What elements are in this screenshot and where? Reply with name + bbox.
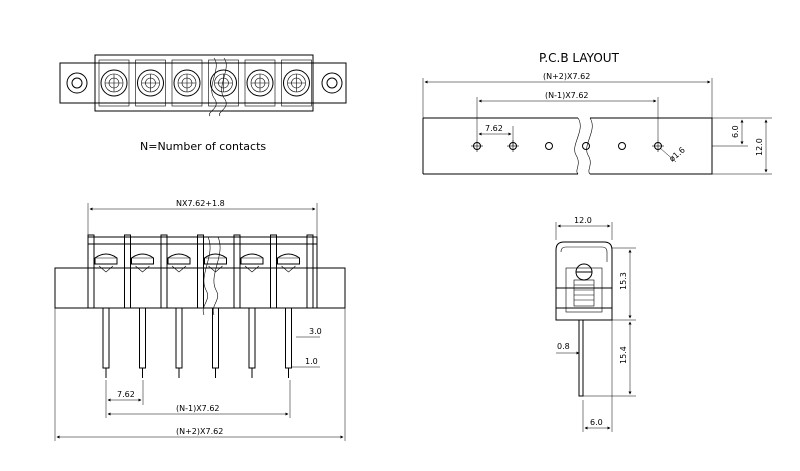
pcb-half-height: 6.0 — [731, 125, 740, 138]
side-housing-inner — [560, 246, 608, 262]
top-view: N=Number of contacts — [59, 54, 347, 153]
front-screw-6 — [277, 253, 300, 273]
side-lower-height: 15.4 — [619, 346, 628, 364]
top-screw-6 — [281, 59, 312, 107]
front-pin-5 — [248, 307, 256, 378]
side-pin-thickness: 0.8 — [557, 342, 570, 351]
front-break-line — [202, 236, 211, 316]
top-view-break-line-2 — [219, 57, 227, 117]
side-housing — [555, 241, 613, 321]
top-view-screws — [98, 59, 312, 107]
pcb-pitch: 7.62 — [485, 124, 503, 133]
top-screw-1 — [98, 59, 130, 107]
front-screw-5 — [240, 253, 264, 273]
pcb-hole-span: (N-1)X7.62 — [545, 91, 589, 100]
front-screw-1 — [94, 253, 118, 273]
front-pin-6 — [285, 307, 292, 378]
front-pitch: 7.62 — [117, 390, 135, 399]
pcb-hole-3 — [545, 142, 553, 150]
pcb-hole-5 — [618, 142, 626, 150]
pcb-layout-title: P.C.B LAYOUT — [539, 51, 620, 65]
front-view: NX7.62+1.8 3.0 1.0 7.62 (N-1)X7.62 (N+2)… — [54, 199, 346, 441]
top-screw-4 — [208, 59, 239, 107]
top-view-caption: N=Number of contacts — [140, 140, 266, 153]
front-pins — [102, 307, 292, 378]
mounting-hole-right — [321, 72, 343, 94]
top-screw-5 — [244, 59, 276, 107]
side-screw — [573, 263, 595, 307]
top-view-flange — [59, 62, 347, 104]
front-barriers — [87, 234, 314, 309]
front-overall-span: (N+2)X7.62 — [176, 427, 223, 436]
pcb-hole-1 — [471, 140, 483, 152]
front-pin-3 — [175, 307, 183, 378]
front-barrier-3 — [160, 234, 168, 309]
top-screw-3 — [171, 59, 203, 107]
front-break-line-2 — [212, 236, 221, 316]
side-upper-height: 15.3 — [619, 272, 628, 290]
pcb-holes — [471, 140, 664, 152]
front-body — [87, 236, 318, 309]
front-pin-2 — [139, 307, 146, 378]
pcb-full-height: 12.0 — [755, 138, 764, 156]
side-pin — [578, 319, 584, 397]
top-view-body — [94, 54, 314, 112]
front-barrier-5 — [233, 234, 241, 309]
side-terminal-block — [565, 267, 603, 313]
side-pin-offset: 6.0 — [590, 418, 603, 427]
front-screw-2 — [131, 253, 154, 273]
top-view-break-line — [209, 57, 217, 117]
front-pin-4 — [212, 307, 219, 378]
pcb-break-line — [574, 117, 581, 175]
front-barrier-4 — [197, 234, 204, 309]
pcb-break-line-2 — [586, 117, 593, 175]
side-view: 12.0 15.3 15.4 0.8 6 — [555, 216, 636, 432]
pcb-hole-diameter: ø1.6 — [668, 145, 687, 163]
front-barrier-7 — [306, 234, 314, 309]
pcb-board-outline — [423, 117, 713, 175]
front-screw-3 — [167, 253, 191, 273]
side-base — [555, 287, 613, 309]
front-pin-span: (N-1)X7.62 — [176, 404, 220, 413]
front-pin-width: 1.0 — [305, 357, 318, 366]
top-screw-2 — [135, 59, 166, 107]
pcb-overall-width: (N+2)X7.62 — [543, 72, 590, 81]
front-flange — [54, 267, 346, 309]
pcb-layout-view: P.C.B LAYOUT (N+2)X7.62 (N-1)X7.62 7.62 … — [422, 51, 772, 175]
pcb-hole-6 — [652, 140, 664, 152]
front-barrier-2 — [124, 234, 131, 309]
front-barrier-1 — [87, 234, 95, 309]
front-pin-offset: 3.0 — [309, 327, 322, 336]
front-pin-1 — [102, 307, 110, 378]
front-barrier-6 — [270, 234, 277, 309]
pcb-hole-leader — [659, 147, 677, 163]
pcb-hole-2 — [507, 140, 519, 152]
side-width: 12.0 — [574, 216, 592, 225]
front-body-width: NX7.62+1.8 — [176, 199, 225, 208]
pcb-hole-4 — [582, 142, 590, 150]
mounting-hole-left — [66, 72, 88, 94]
